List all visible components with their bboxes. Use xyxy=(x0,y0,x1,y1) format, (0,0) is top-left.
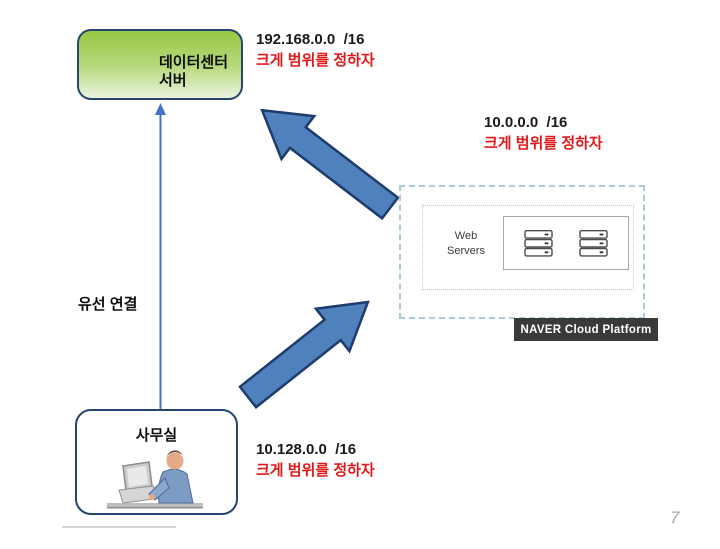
wired-connection-label: 유선 연결 xyxy=(78,296,138,313)
cloud-cidr: 10.0.0.0 /16 xyxy=(484,114,568,131)
person-at-laptop-icon xyxy=(107,450,203,509)
office-note: 크게 범위를 정하자 xyxy=(256,462,375,480)
office-cidr: 10.128.0.0 /16 xyxy=(256,441,357,458)
page-number: 7 xyxy=(670,508,680,527)
datacenter-server-node: 데이터센터 서버 xyxy=(77,29,243,100)
cloud-annotation: 10.0.0.0 /16 크게 범위를 정하자 xyxy=(484,113,603,153)
cloud-note: 크게 범위를 정하자 xyxy=(484,135,603,153)
cloud-boundary-box: Web Servers NAVER Cloud Platform xyxy=(399,185,658,341)
server-rack xyxy=(503,216,629,270)
datacenter-note: 크게 범위를 정하자 xyxy=(256,52,375,70)
wired-connection-line xyxy=(155,103,166,410)
office-label: 사무실 xyxy=(135,427,178,444)
web-servers-label: Web Servers xyxy=(447,230,485,257)
office-annotation: 10.128.0.0 /16 크게 범위를 정하자 xyxy=(256,440,375,480)
arrow-to-cloud-icon xyxy=(238,300,370,409)
web-servers-group-box: Web Servers xyxy=(422,205,634,290)
office-node: 사무실 xyxy=(75,409,238,515)
server-icon xyxy=(523,229,553,257)
office-box-shadow xyxy=(62,526,176,528)
datacenter-annotation: 192.168.0.0 /16 크게 범위를 정하자 xyxy=(256,30,375,70)
arrow-to-datacenter-icon xyxy=(260,108,400,221)
datacenter-server-label: 데이터센터 서버 xyxy=(159,54,229,90)
server-icon xyxy=(578,229,608,257)
datacenter-cidr: 192.168.0.0 /16 xyxy=(256,31,365,48)
cloud-platform-badge: NAVER Cloud Platform xyxy=(514,318,658,341)
